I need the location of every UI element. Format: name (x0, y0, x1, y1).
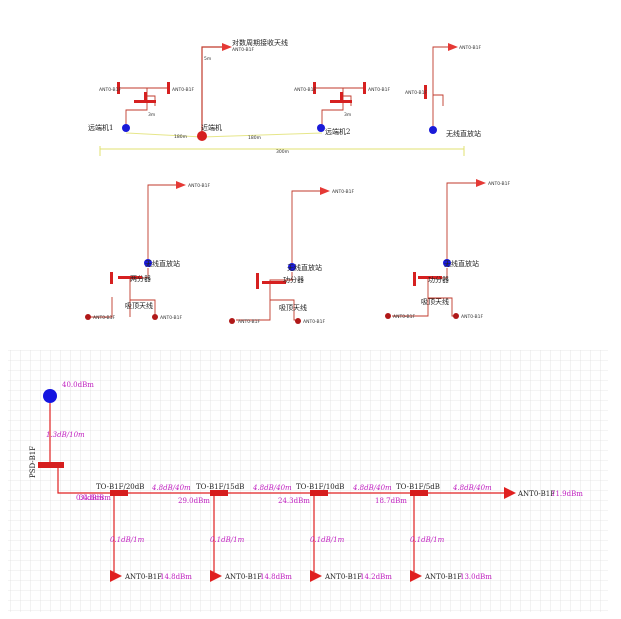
psd-block[interactable] (38, 462, 64, 468)
antenna-icon[interactable] (110, 570, 122, 582)
first-power: 0.0dBm (76, 494, 104, 502)
branch-loss: 0.1dB/1m (310, 536, 345, 544)
antenna-icon[interactable] (410, 570, 422, 582)
branch-loss: 0.1dB/1m (110, 536, 145, 544)
repeater-label: 无线直放站 (145, 259, 180, 268)
main-unit-label: 近端机 (201, 123, 222, 132)
top-antenna-label: 对数周期接收天线 (232, 38, 288, 47)
repeater-label: 无线直放站 (446, 129, 481, 138)
ceiling-ant-label: 吸顶天线 (125, 301, 153, 310)
ant-code: ANT0-B1F (160, 315, 182, 321)
coupler-1[interactable]: TO-B1F/20dB 0.1dB/1m ANT0-B1F 14.8dBm (96, 483, 192, 582)
ant-code: ANT0-B1F (488, 181, 510, 187)
len-label: 3m (344, 112, 351, 118)
splitter-label: 两分器 (130, 274, 151, 283)
repeater-group-3[interactable]: ANT0-B1F 无线直放站 ANT0-B1F ANT0-B1F 功分器 吸顶天… (385, 179, 510, 320)
segment-loss: 4.8dB/40m (452, 484, 492, 492)
antenna-power: 13.0dBm (460, 573, 492, 581)
coupler-label: TO-B1F/10dB (296, 483, 344, 491)
ant-code: ANT0-B1F (99, 87, 121, 93)
cable-length: 180m (174, 134, 187, 140)
segment-loss: 4.8dB/40m (151, 484, 191, 492)
ant-code: ANT0-B1F (461, 314, 483, 320)
ant-code: ANT0-B1F (332, 189, 354, 195)
antenna-power: 14.2dBm (360, 573, 392, 581)
ant-code: ANT0-B1F (238, 319, 260, 325)
coupler-2[interactable]: TO-B1F/15dB 29.0dBm 0.1dB/1m ANT0-B1F 14… (178, 483, 292, 582)
antenna-name: ANT0-B1F (124, 573, 162, 581)
segment-loss: 4.8dB/40m (252, 484, 292, 492)
coupler-label: TO-B1F/15dB (196, 483, 244, 491)
remote-2-label: 远端机2 (325, 127, 350, 136)
end-antenna[interactable]: ANT0-B1F 11.9dBm (504, 487, 583, 499)
coupler-label: TO-B1F/20dB (96, 483, 144, 491)
coupler-out: 18.7dBm (375, 497, 407, 505)
ant-code: ANT0-B1F (188, 183, 210, 189)
ant-code: ANT0-B1F (459, 45, 481, 51)
ceiling-ant-label: 吸顶天线 (421, 297, 449, 306)
antenna-name: ANT0-B1F (424, 573, 462, 581)
middle-section: ANT0-B1F 无线直放站 ANT0-B1F ANT0-B1F 两分器 吸顶天… (85, 179, 510, 325)
antenna-icon[interactable] (210, 570, 222, 582)
splitter-label: 功分器 (283, 275, 304, 284)
wireless-repeater-top[interactable]: ANT0-B1F ANT0-B1F 无线直放站 (405, 43, 481, 138)
main-unit-node[interactable] (197, 131, 207, 141)
antenna-power: 14.8dBm (260, 573, 292, 581)
antenna-name: ANT0-B1F (517, 490, 555, 498)
antenna-icon[interactable] (310, 570, 322, 582)
top-section: 对数周期接收天线 ANT0-B1F 5m 180m 180m 300m 近端机 … (88, 38, 481, 156)
coupler-4[interactable]: TO-B1F/5dB 18.7dBm 0.1dB/1m ANT0-B1F 13.… (375, 483, 492, 582)
branch-loss: 0.1dB/1m (210, 536, 245, 544)
coupler-3[interactable]: TO-B1F/10dB 24.3dBm 0.1dB/1m ANT0-B1F 14… (278, 483, 392, 582)
first-power-2: 34.8dBm (79, 494, 111, 502)
antenna-power: 14.8dBm (160, 573, 192, 581)
len-label: 3m (148, 112, 155, 118)
antenna-icon[interactable] (504, 487, 516, 499)
ceiling-ant-label: 吸顶天线 (279, 303, 307, 312)
feeder-loss: 1.3dB/10m (46, 431, 85, 439)
ant-code: ANT0-B1F (393, 314, 415, 320)
remote-unit-1[interactable]: ANT0-B1F ANT0-B1F 远端机1 3m (88, 82, 194, 132)
ant-code: ANT0-B1F (368, 87, 390, 93)
antenna-power: 11.9dBm (551, 490, 583, 498)
remote-1-label: 远端机1 (88, 123, 113, 132)
repeater-group-1[interactable]: ANT0-B1F 无线直放站 ANT0-B1F ANT0-B1F 两分器 吸顶天… (85, 181, 210, 321)
span-length: 300m (276, 149, 289, 155)
antenna-name: ANT0-B1F (224, 573, 262, 581)
coupler-out: 29.0dBm (178, 497, 210, 505)
repeater-group-2[interactable]: ANT0-B1F 无线直放站 ANT0-B1F ANT0-B1F 功分器 吸顶天… (229, 187, 354, 325)
coupler-out: 24.3dBm (278, 497, 310, 505)
cable-length: 180m (248, 135, 261, 141)
remote-unit-2[interactable]: ANT0-B1F ANT0-B1F 远端机2 3m (294, 82, 390, 136)
repeater-label: 无线直放站 (444, 259, 479, 268)
grid-background (8, 350, 608, 612)
source-node[interactable] (43, 389, 57, 403)
coupler-label: TO-B1F/5dB (396, 483, 440, 491)
ant-code: ANT0-B1F (294, 87, 316, 93)
ant-code: ANT0-B1F (303, 319, 325, 325)
bottom-schematic: 40.0dBm 1.3dB/10m PSD-B1F 0.0dBm 34.8dBm… (8, 350, 608, 612)
ant-code: ANT0-B1F (172, 87, 194, 93)
antenna-icon (222, 43, 232, 51)
len-label: 5m (204, 56, 211, 62)
top-antenna-code: ANT0-B1F (232, 47, 254, 53)
ant-code: ANT0-B1F (405, 90, 427, 96)
antenna-name: ANT0-B1F (324, 573, 362, 581)
source-power: 40.0dBm (62, 381, 94, 389)
psd-label: PSD-B1F (29, 446, 37, 478)
repeater-label: 无线直放站 (287, 263, 322, 272)
ant-code: ANT0-B1F (93, 315, 115, 321)
segment-loss: 4.8dB/40m (352, 484, 392, 492)
splitter-label: 功分器 (428, 275, 449, 284)
branch-loss: 0.1dB/1m (410, 536, 445, 544)
